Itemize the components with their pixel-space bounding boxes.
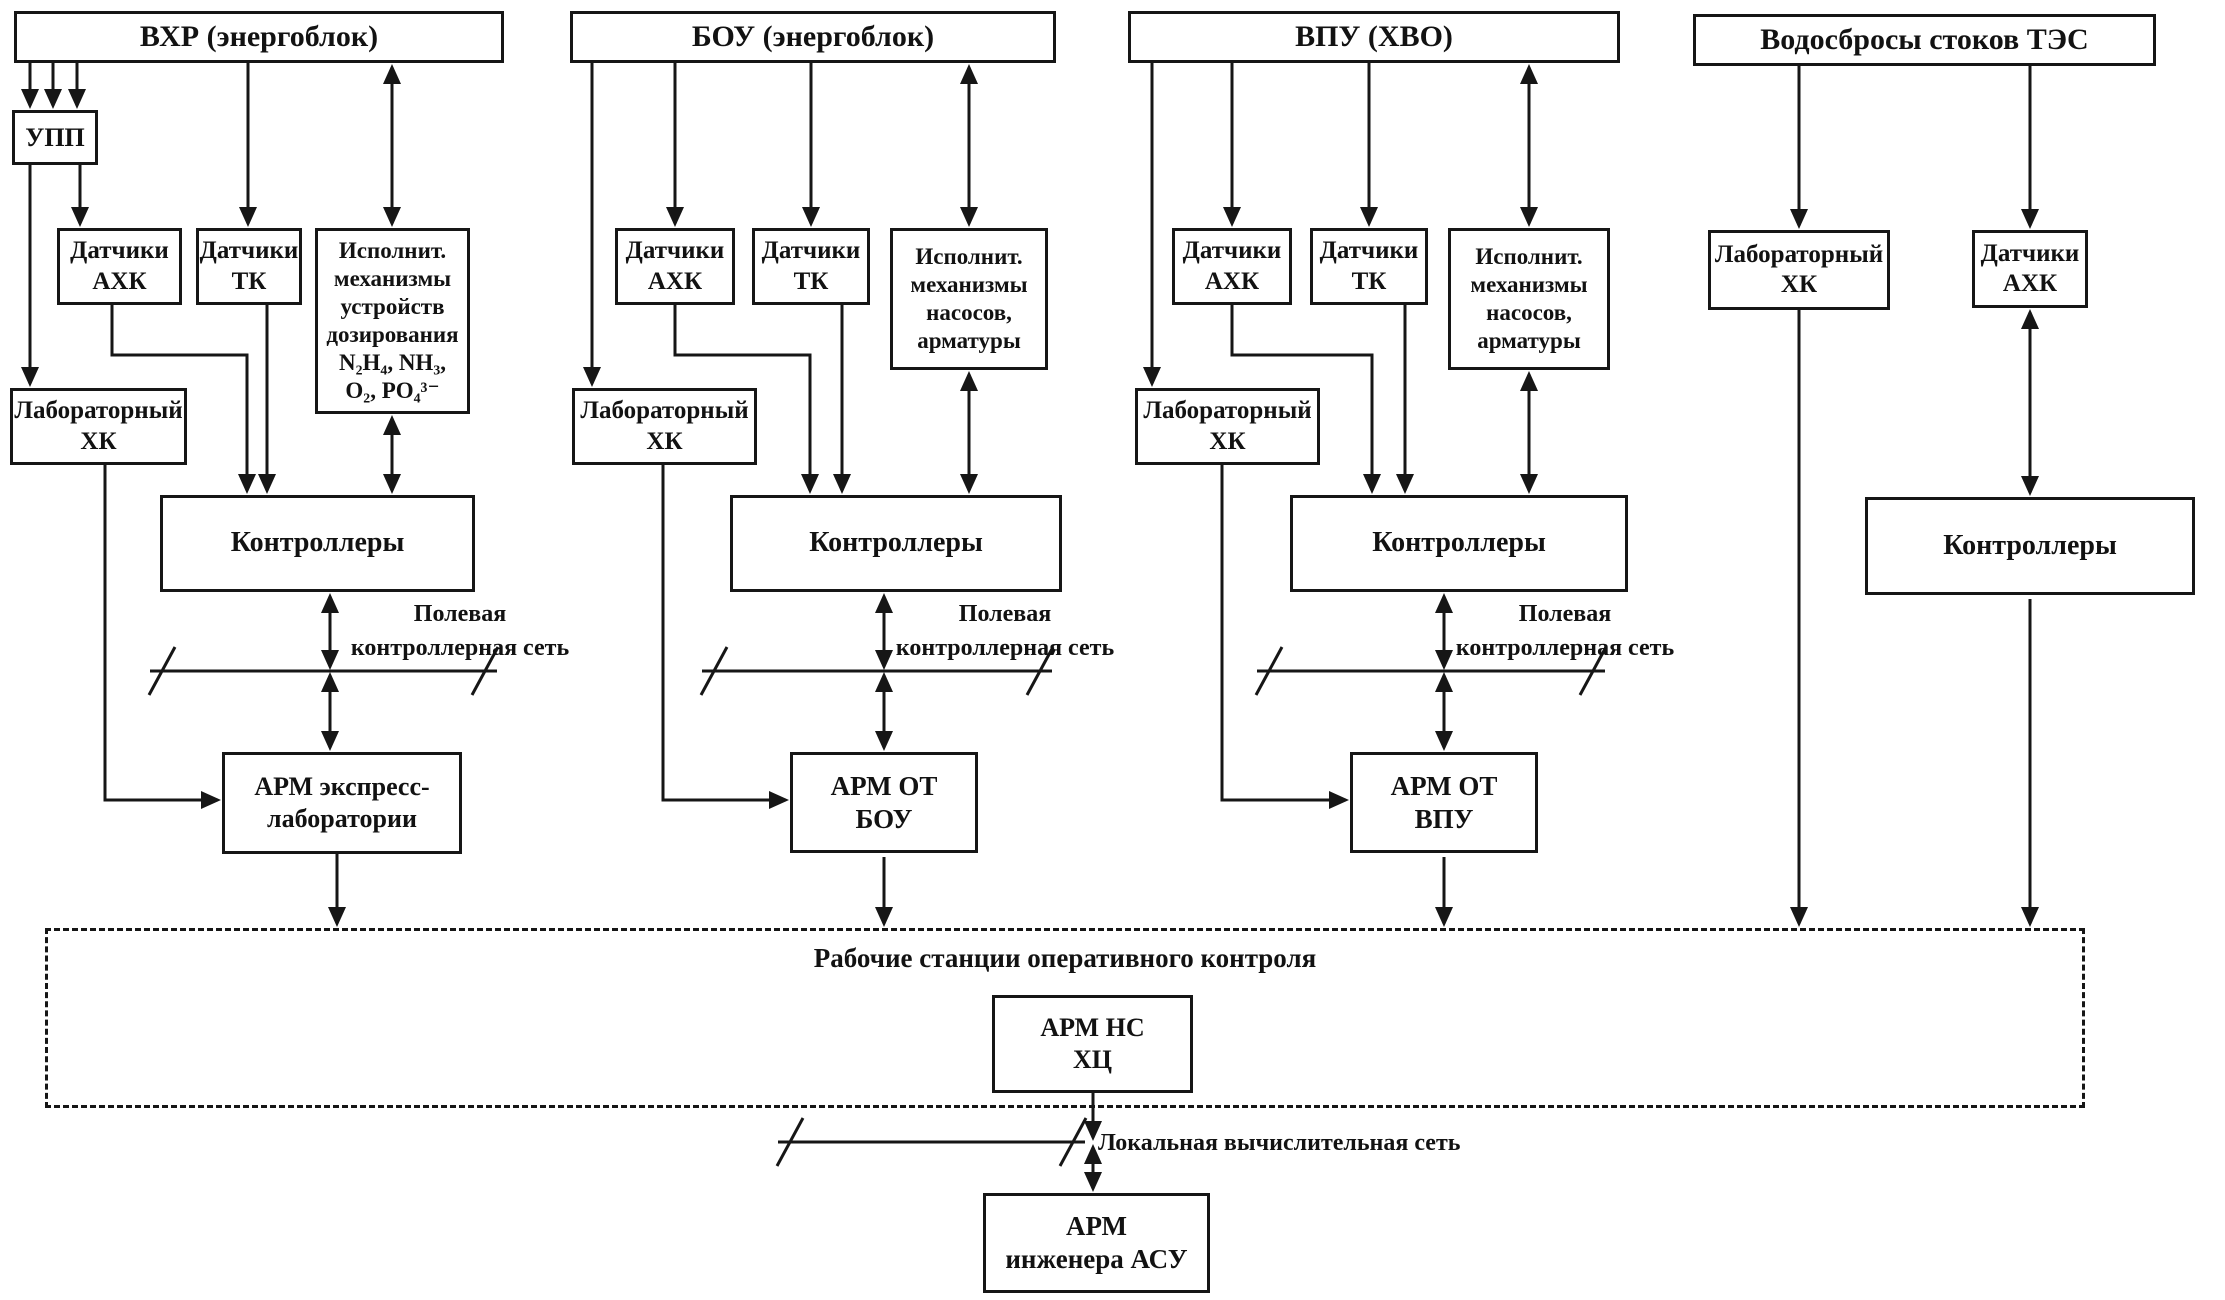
box-label-sensors-tk-1: Датчики ТК	[199, 237, 299, 295]
box-header-vpu: ВПУ (ХВО)	[1128, 11, 1620, 63]
box-actuators-vpu: Исполнит. механизмы насосов, арматуры	[1448, 228, 1610, 370]
box-controllers-3: Контроллеры	[1290, 495, 1628, 592]
box-label-arm-ot-bou: АРМ ОТ БОУ	[830, 770, 938, 834]
box-label-arm-express-lab: АРМ экспресс- лаборатории	[254, 772, 430, 833]
box-controllers-2: Контроллеры	[730, 495, 1062, 592]
box-sensors-axk-1: Датчики АХК	[57, 228, 182, 305]
box-label-sensors-tk-2: Датчики ТК	[761, 237, 861, 295]
box-label-header-bou: БОУ (энергоблок)	[691, 19, 935, 53]
box-header-vhr: ВХР (энергоблок)	[14, 11, 504, 63]
box-label-sensors-tk-3: Датчики ТК	[1319, 237, 1419, 295]
box-label-arm-asu-engineer: АРМ инженера АСУ	[1005, 1211, 1188, 1274]
box-label-lab-xk-3: Лабораторный ХК	[1143, 397, 1312, 455]
bus-slash-lan-bus-1	[1058, 1117, 1088, 1167]
box-label-sensors-axk-1: Датчики АХК	[70, 237, 169, 295]
label-lan: Локальная вычислительная сеть	[1098, 1130, 1461, 1156]
label-field-net-1: Полевая контроллерная сеть	[350, 601, 570, 661]
box-label-actuators-dosing: Исполнит. механизмы устройств дозировани…	[326, 237, 459, 404]
box-arm-ns-hc: АРМ НС ХЦ	[992, 995, 1193, 1093]
box-sensors-axk-3: Датчики АХК	[1172, 228, 1292, 305]
box-upp: УПП	[12, 110, 98, 165]
box-lab-xk-3: Лабораторный ХК	[1135, 388, 1320, 465]
box-arm-express-lab: АРМ экспресс- лаборатории	[222, 752, 462, 854]
box-label-controllers-4: Контроллеры	[1943, 529, 2117, 561]
box-lab-xk-2: Лабораторный ХК	[572, 388, 757, 465]
box-lab-xk-4: Лабораторный ХК	[1708, 230, 1890, 310]
box-label-lab-xk-1: Лабораторный ХК	[14, 397, 183, 455]
box-label-sensors-axk-2: Датчики АХК	[625, 237, 725, 295]
box-label-upp: УПП	[25, 122, 85, 152]
box-actuators-dosing: Исполнит. механизмы устройств дозировани…	[315, 228, 470, 414]
bus-slash-field-bus-3-0	[1254, 646, 1284, 696]
box-label-arm-ot-vpu: АРМ ОТ ВПУ	[1390, 770, 1498, 834]
box-label-header-vhr: ВХР (энергоблок)	[139, 19, 379, 53]
box-label-controllers-1: Контроллеры	[230, 527, 405, 559]
box-label-sensors-axk-4: Датчики АХК	[1980, 239, 2080, 298]
box-label-actuators-bou: Исполнит. механизмы насосов, арматуры	[910, 243, 1028, 354]
box-arm-asu-engineer: АРМ инженера АСУ	[983, 1193, 1210, 1293]
bus-slash-field-bus-1-0	[147, 646, 177, 696]
bus-slash-lan-bus-0	[775, 1117, 805, 1167]
box-label-lab-xk-2: Лабораторный ХК	[580, 397, 749, 455]
box-label-controllers-2: Контроллеры	[809, 527, 983, 559]
box-header-bou: БОУ (энергоблок)	[570, 11, 1056, 63]
label-field-net-2: Полевая контроллерная сеть	[895, 601, 1115, 661]
box-controllers-4: Контроллеры	[1865, 497, 2195, 595]
label-field-net-3: Полевая контроллерная сеть	[1455, 601, 1675, 661]
box-actuators-bou: Исполнит. механизмы насосов, арматуры	[890, 228, 1048, 370]
box-lab-xk-1: Лабораторный ХК	[10, 388, 187, 465]
box-label-actuators-vpu: Исполнит. механизмы насосов, арматуры	[1470, 243, 1588, 354]
box-sensors-axk-4: Датчики АХК	[1972, 230, 2088, 308]
box-label-header-vpu: ВПУ (ХВО)	[1295, 19, 1453, 53]
box-sensors-tk-2: Датчики ТК	[752, 228, 870, 305]
workstations-container: Рабочие станции оперативного контроля	[45, 928, 2085, 1108]
box-label-sensors-axk-3: Датчики АХК	[1182, 237, 1282, 295]
box-label-arm-ns-hc: АРМ НС ХЦ	[1040, 1013, 1145, 1074]
box-arm-ot-vpu: АРМ ОТ ВПУ	[1350, 752, 1538, 853]
box-label-controllers-3: Контроллеры	[1372, 527, 1546, 559]
box-label-lab-xk-4: Лабораторный ХК	[1714, 240, 1884, 299]
bus-lan-bus	[775, 1117, 1088, 1167]
box-label-header-waste: Водосбросы стоков ТЭС	[1760, 22, 2089, 56]
box-sensors-axk-2: Датчики АХК	[615, 228, 735, 305]
bus-slash-field-bus-2-0	[699, 646, 729, 696]
workstations-title: Рабочие станции оперативного контроля	[813, 943, 1317, 973]
box-header-waste: Водосбросы стоков ТЭС	[1693, 14, 2156, 66]
box-arm-ot-bou: АРМ ОТ БОУ	[790, 752, 978, 853]
box-sensors-tk-1: Датчики ТК	[196, 228, 302, 305]
box-controllers-1: Контроллеры	[160, 495, 475, 592]
box-sensors-tk-3: Датчики ТК	[1310, 228, 1428, 305]
